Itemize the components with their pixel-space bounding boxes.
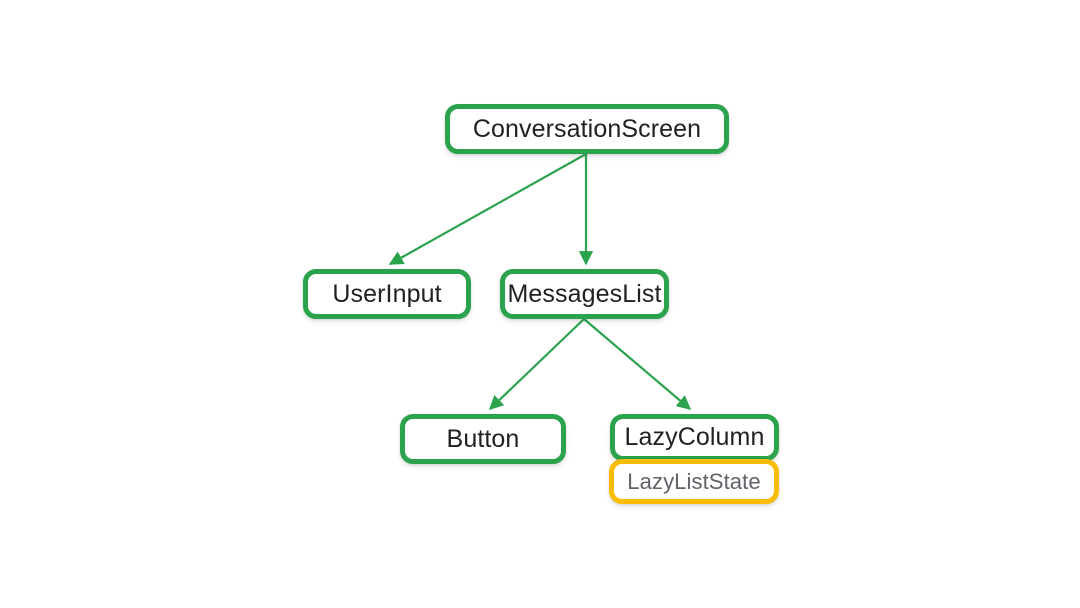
node-lazycolumn[interactable]: LazyColumn bbox=[610, 414, 779, 461]
node-conversationscreen[interactable]: ConversationScreen bbox=[445, 104, 729, 154]
node-messageslist[interactable]: MessagesList bbox=[500, 269, 669, 319]
node-label: MessagesList bbox=[507, 279, 662, 308]
edge-conversationscreen-userinput bbox=[388, 153, 587, 265]
edge-messageslist-lazycolumn bbox=[583, 318, 692, 410]
node-button[interactable]: Button bbox=[400, 414, 566, 464]
node-label: Button bbox=[446, 424, 520, 453]
node-label: LazyColumn bbox=[624, 423, 765, 451]
node-label: ConversationScreen bbox=[472, 114, 702, 143]
node-label: UserInput bbox=[332, 279, 442, 308]
edge-messageslist-button bbox=[488, 318, 585, 410]
node-userinput[interactable]: UserInput bbox=[303, 269, 471, 319]
node-label: LazyListState bbox=[627, 468, 761, 494]
node-lazyliststate[interactable]: LazyListState bbox=[609, 459, 779, 504]
